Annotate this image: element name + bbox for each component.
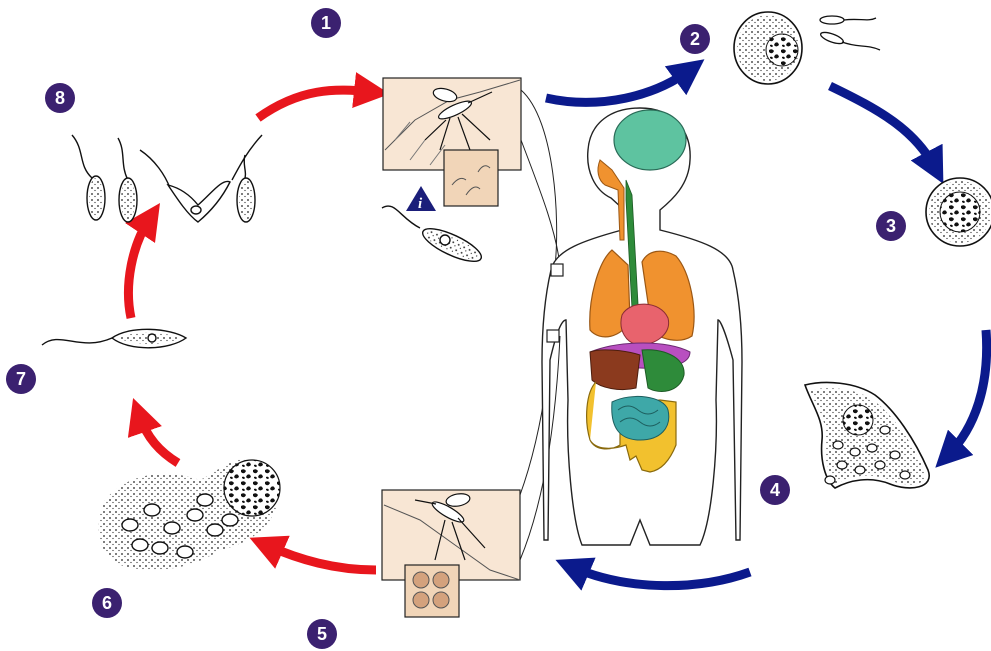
step-7-badge: 7 [6,364,36,394]
step-8-badge: 8 [45,83,75,113]
step-1-badge: 1 [311,8,341,38]
sandfly-bite-panel-top: i [383,78,521,212]
skin-site-marker-lower [547,330,559,342]
arrow-step8-to-step1 [258,90,372,118]
arrow-step1-to-step2 [546,70,690,102]
promastigote-injected [382,206,485,268]
step-5-badge: 5 [307,619,337,649]
arrow-step2-to-step3 [830,86,935,168]
arrow-step7-to-step8 [128,218,150,318]
arrow-step3-to-step4 [948,330,987,455]
macrophage-amastigotes [926,178,991,246]
brain [614,110,686,170]
arrow-step6-to-step7 [139,415,178,463]
promastigotes-dividing [72,135,262,222]
step-3-badge: 3 [876,211,906,241]
liver [590,350,640,390]
amastigotes-multiplying [805,382,929,488]
human-body-figure [542,108,742,545]
arrow-step4-to-step5 [572,567,750,586]
ingested-parasitized-cell [99,459,280,570]
arrow-step5-to-step6 [266,545,376,570]
step-6-badge: 6 [92,588,122,618]
small-intestine [612,396,669,440]
step-4-badge: 4 [760,475,790,505]
sandfly-bite-panel-bottom [382,490,520,617]
skin-site-marker-upper [551,264,563,276]
promastigote-transforming [42,329,186,347]
macrophage-phagocytosis [734,12,880,84]
step-2-badge: 2 [680,24,710,54]
